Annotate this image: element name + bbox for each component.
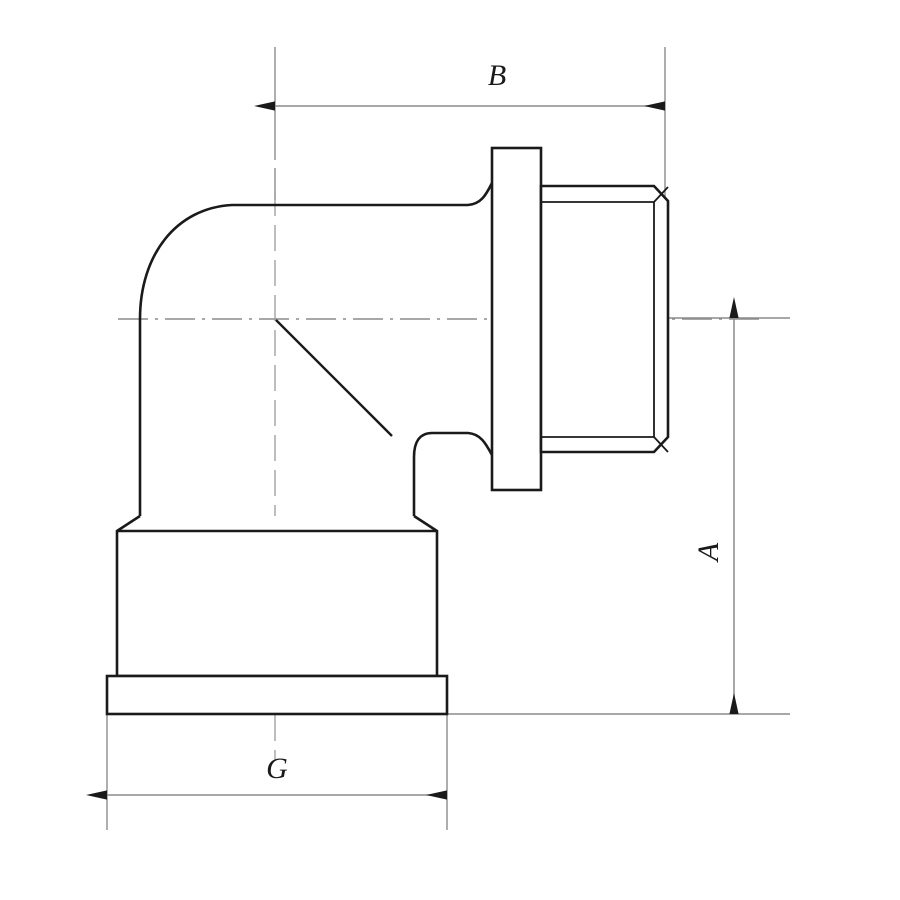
section-indicator-line — [275, 319, 393, 437]
dim-label-a: A — [692, 542, 725, 563]
elbow-inner-fillet — [412, 431, 494, 517]
male-end-collar — [490, 146, 543, 492]
elbow-outer-profile — [138, 182, 494, 530]
thread-chamfer-top — [653, 186, 669, 203]
socket-base-flange — [105, 674, 449, 716]
dim-label-b: B — [488, 59, 506, 92]
part-outline — [105, 146, 670, 716]
socket-body-outline — [115, 514, 439, 678]
dimension-lines — [86, 101, 739, 800]
male-thread-outline — [539, 184, 670, 454]
thread-chamfer-bottom — [653, 436, 669, 453]
dim-label-g: G — [266, 752, 288, 785]
